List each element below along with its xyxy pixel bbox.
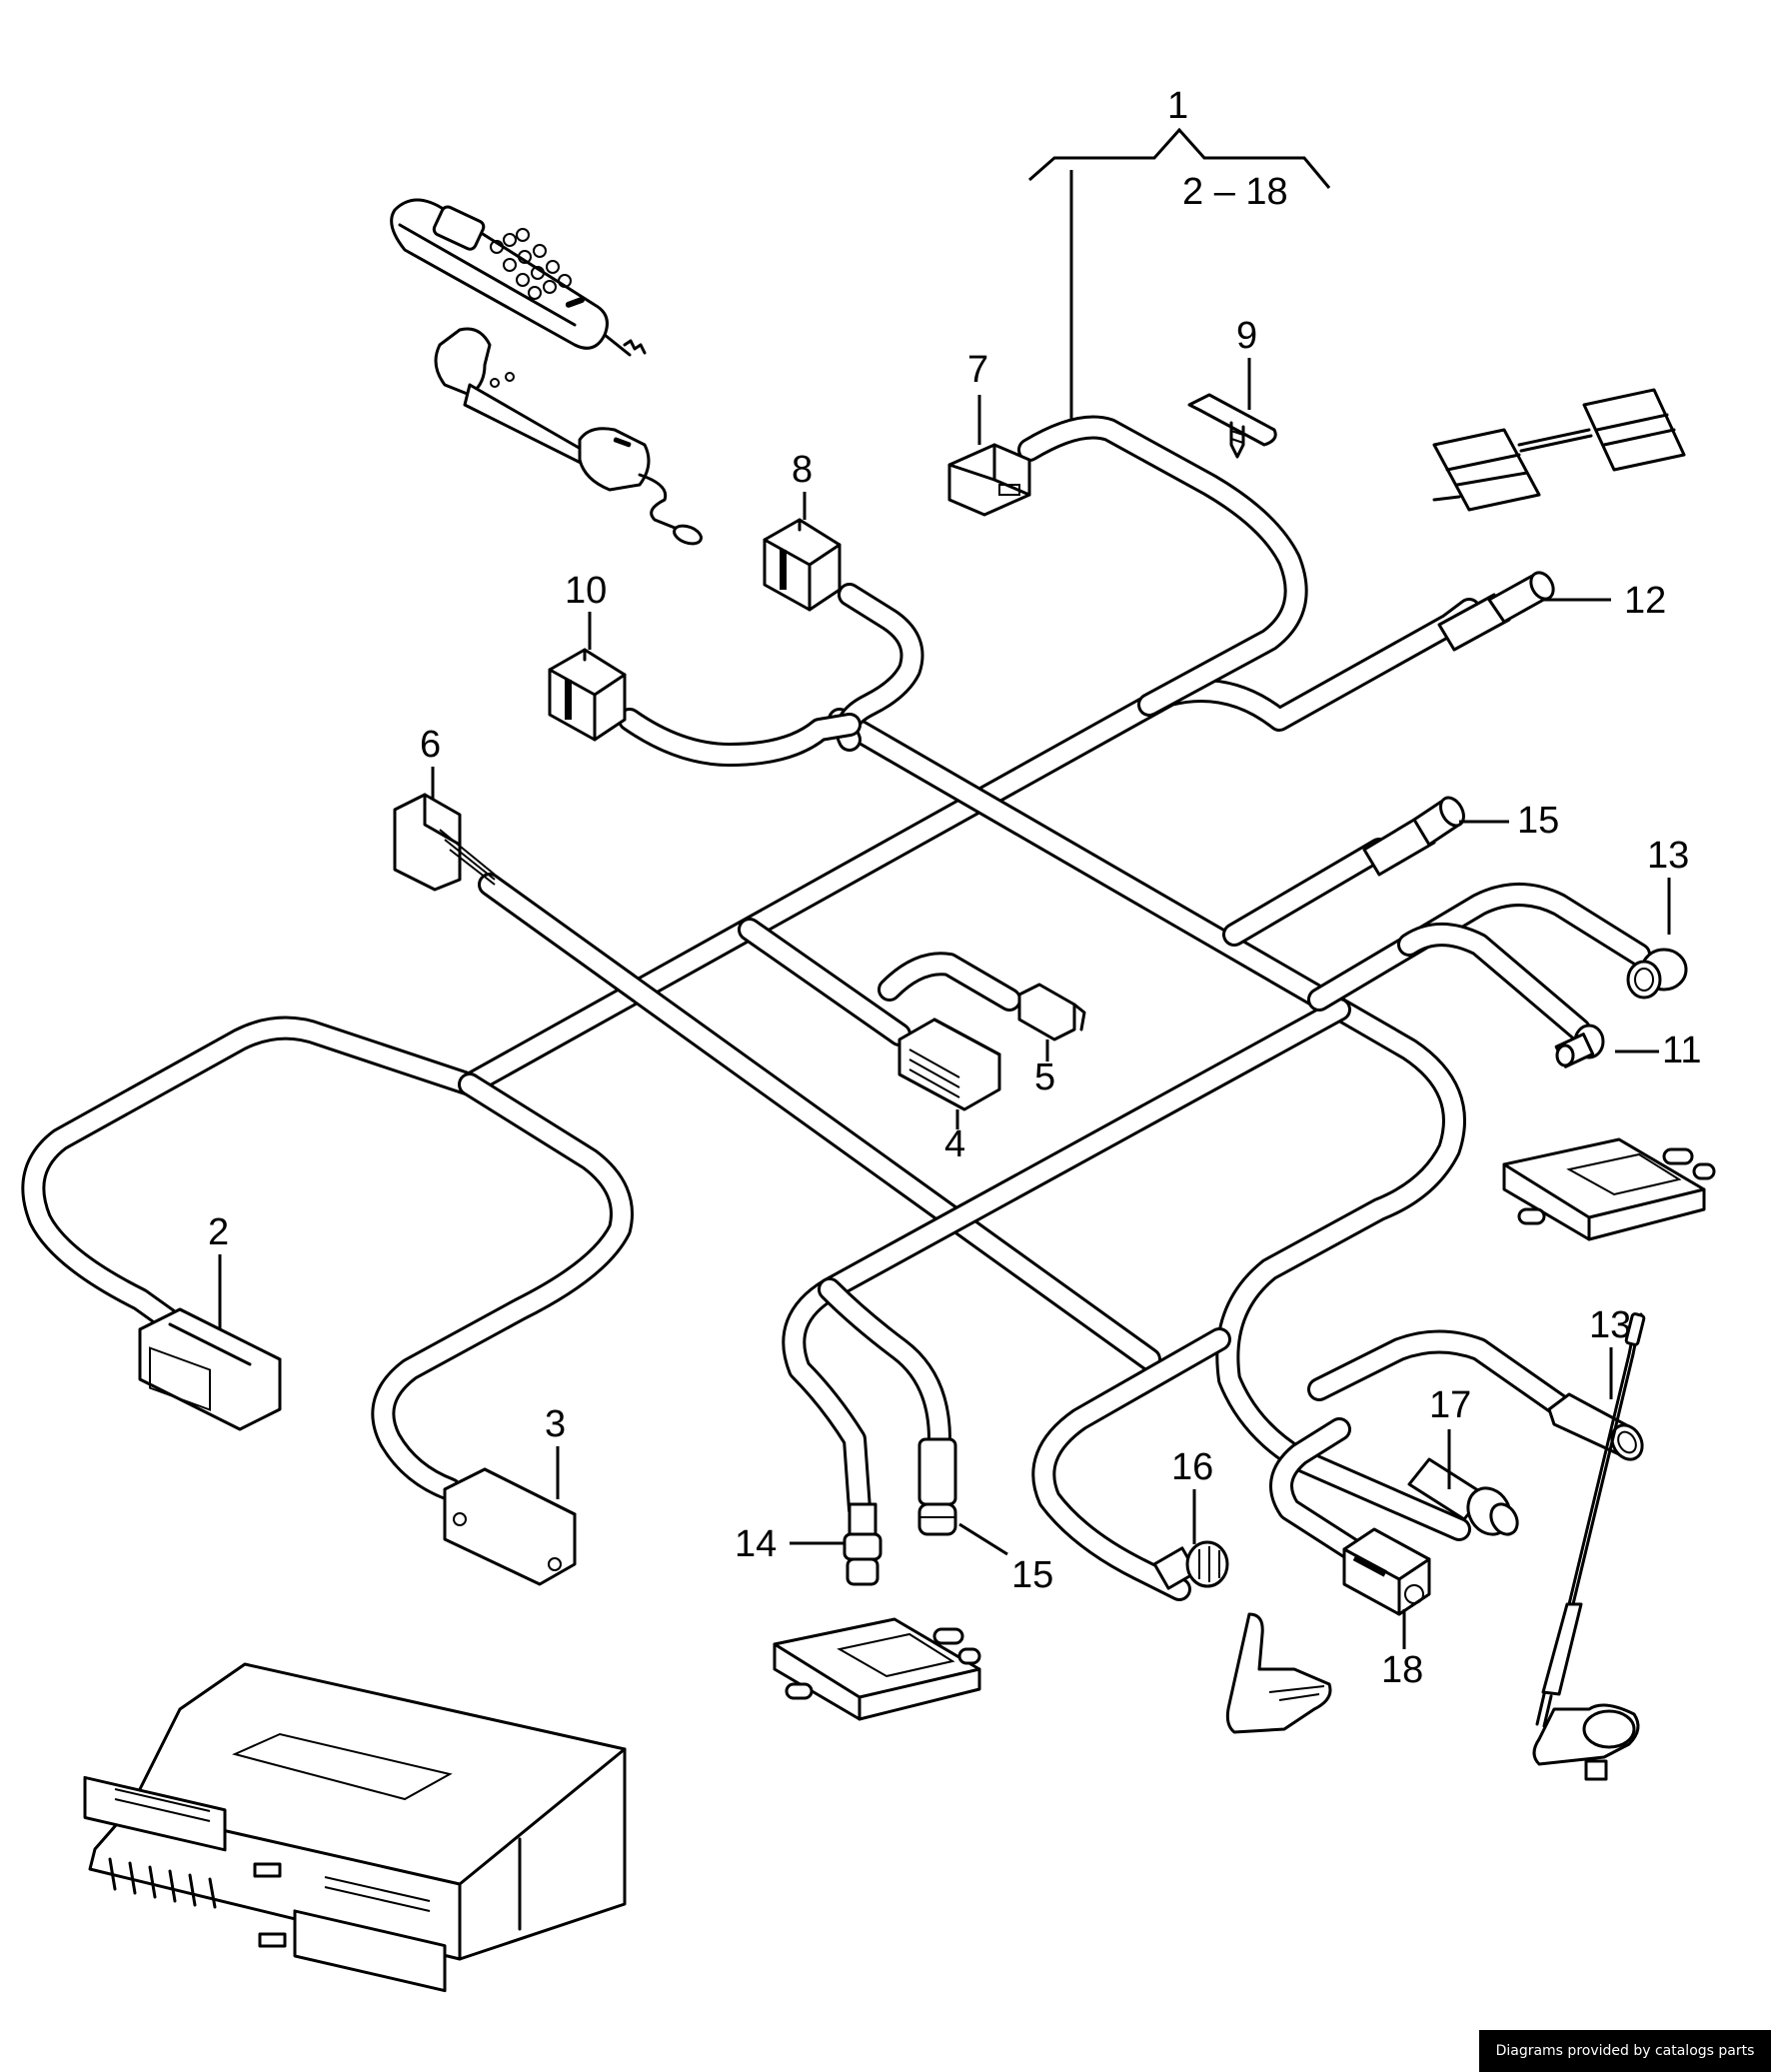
telephone-handset [390, 198, 647, 357]
callout-5[interactable]: 5 [1034, 1056, 1055, 1098]
callout-6[interactable]: 6 [420, 724, 441, 766]
connector-13-lower[interactable] [1547, 1392, 1648, 1465]
connector-18[interactable] [1342, 1527, 1431, 1616]
control-unit [83, 1662, 627, 1993]
callouts: 2 3 4 5 6 7 8 9 10 11 12 13 13 14 15 15 [208, 315, 1701, 1691]
connector-15-upper[interactable] [1362, 794, 1468, 877]
rod-antenna [1535, 1312, 1646, 1728]
callout-12[interactable]: 12 [1624, 580, 1666, 622]
antenna-splitter-module-right [1502, 1137, 1716, 1241]
connector-8[interactable] [763, 518, 842, 612]
connector-3[interactable] [443, 1467, 577, 1586]
harness-cables [21, 415, 1651, 1601]
callout-10[interactable]: 10 [565, 570, 607, 612]
connector-13-upper[interactable] [1626, 948, 1688, 1000]
callout-2[interactable]: 2 [208, 1211, 229, 1253]
connector-16[interactable] [1152, 1540, 1229, 1590]
rod-antenna-base [1532, 1703, 1640, 1781]
callout-14[interactable]: 14 [735, 1523, 777, 1565]
connector-17[interactable] [1407, 1457, 1522, 1542]
callout-9[interactable]: 9 [1236, 315, 1257, 357]
antenna-splitter-module-bottom [773, 1617, 981, 1721]
callout-range: 2 – 18 [1182, 171, 1288, 213]
callout-8[interactable]: 8 [792, 449, 813, 491]
connector-6[interactable] [393, 793, 496, 892]
handset-cradle [434, 327, 703, 546]
callout-11[interactable]: 11 [1662, 1030, 1701, 1071]
connector-14[interactable] [843, 1502, 883, 1586]
callout-3[interactable]: 3 [545, 1403, 566, 1445]
clip-9[interactable] [1187, 393, 1277, 459]
connector-2[interactable] [138, 1307, 282, 1431]
connector-7[interactable] [947, 443, 1031, 517]
connector-15-lower[interactable] [917, 1437, 957, 1536]
connector-12[interactable] [1437, 569, 1558, 652]
group-callout: 1 2 – 18 [1028, 85, 1331, 420]
connector-10[interactable] [548, 648, 627, 742]
roof-antenna-base [1225, 1612, 1332, 1734]
credit-banner: Diagrams provided by catalogs parts [1479, 2030, 1771, 2072]
connector-5[interactable] [1017, 983, 1086, 1041]
callout-1: 1 [1167, 85, 1188, 127]
antenna-amplifier-pads [1432, 388, 1686, 512]
callout-18[interactable]: 18 [1381, 1649, 1423, 1691]
callout-13-lower[interactable]: 13 [1589, 1304, 1631, 1346]
callout-15-lower[interactable]: 15 [1011, 1554, 1053, 1596]
callout-15-upper[interactable]: 15 [1517, 800, 1559, 842]
callout-17[interactable]: 17 [1429, 1384, 1471, 1426]
callout-7[interactable]: 7 [967, 349, 988, 391]
connector-11[interactable] [1554, 1024, 1605, 1068]
callout-4[interactable]: 4 [944, 1123, 965, 1165]
connector-4[interactable] [897, 1018, 1001, 1111]
callout-16[interactable]: 16 [1171, 1446, 1213, 1488]
callout-13-upper[interactable]: 13 [1647, 835, 1689, 877]
